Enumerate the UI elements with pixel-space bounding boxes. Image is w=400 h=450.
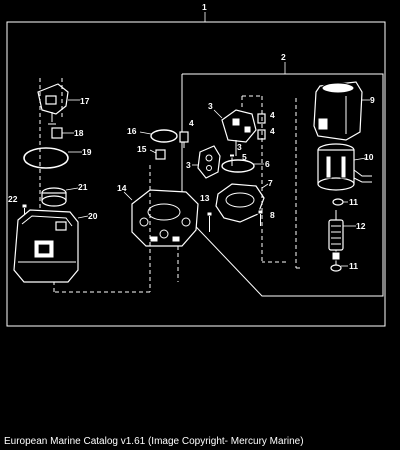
- callout-13: 13: [200, 193, 210, 203]
- callout-17: 17: [80, 96, 90, 106]
- callout-16: 16: [127, 126, 137, 136]
- o-ring-part-16: [150, 129, 178, 143]
- callout-3a: 3: [208, 101, 213, 111]
- washer-part-11a: [332, 198, 344, 206]
- screw-part-8: [257, 209, 264, 226]
- o-ring-part-19: [23, 147, 69, 169]
- valve-part-4a: [179, 131, 189, 148]
- callout-4b: 4: [270, 110, 275, 120]
- motor-frame-part-10: [317, 143, 372, 191]
- screw-part-13: [206, 211, 213, 232]
- callout-20: 20: [88, 211, 98, 221]
- filter-part-21: [41, 187, 67, 207]
- callout-4c: 4: [270, 126, 275, 136]
- end-cap-part-7: [215, 183, 265, 223]
- pump-body-part-14: [131, 189, 199, 247]
- image-caption: European Marine Catalog v1.61 (Image Cop…: [4, 436, 304, 447]
- callout-1: 1: [202, 2, 207, 12]
- callout-3c: 3: [237, 142, 242, 152]
- callout-8: 8: [270, 210, 275, 220]
- callout-10: 10: [364, 152, 374, 162]
- callout-11b: 11: [349, 261, 358, 271]
- callout-21: 21: [78, 182, 88, 192]
- callout-15: 15: [137, 144, 147, 154]
- callout-3b: 3: [186, 160, 191, 170]
- callout-12: 12: [356, 221, 366, 231]
- reservoir-part-20: [13, 209, 79, 283]
- washer-part-11b: [330, 264, 342, 272]
- callout-5: 5: [242, 152, 247, 162]
- callout-19: 19: [82, 147, 92, 157]
- check-valve-part-3b: [197, 145, 221, 179]
- callout-6: 6: [265, 159, 270, 169]
- fitting-part-18: [51, 127, 63, 139]
- callout-7: 7: [268, 178, 273, 188]
- valve-body-top: [221, 109, 257, 156]
- callout-9: 9: [370, 95, 375, 105]
- callout-18: 18: [74, 128, 84, 138]
- callout-22: 22: [8, 194, 18, 204]
- plug-part-15: [155, 149, 166, 160]
- callout-11a: 11: [349, 197, 358, 207]
- parts-exploded-diagram: 1 2 17 18 19 21 22: [6, 2, 386, 327]
- bracket-part-17: [37, 83, 69, 125]
- callout-14: 14: [117, 183, 127, 193]
- subassembly-frame: [181, 73, 384, 297]
- assembly-frame: [6, 21, 386, 327]
- o-ring-part-6: [221, 159, 255, 173]
- armature-part-12: [328, 210, 344, 266]
- motor-cover-part-9: [313, 81, 363, 141]
- callout-2: 2: [281, 52, 286, 62]
- callout-4a: 4: [189, 118, 194, 128]
